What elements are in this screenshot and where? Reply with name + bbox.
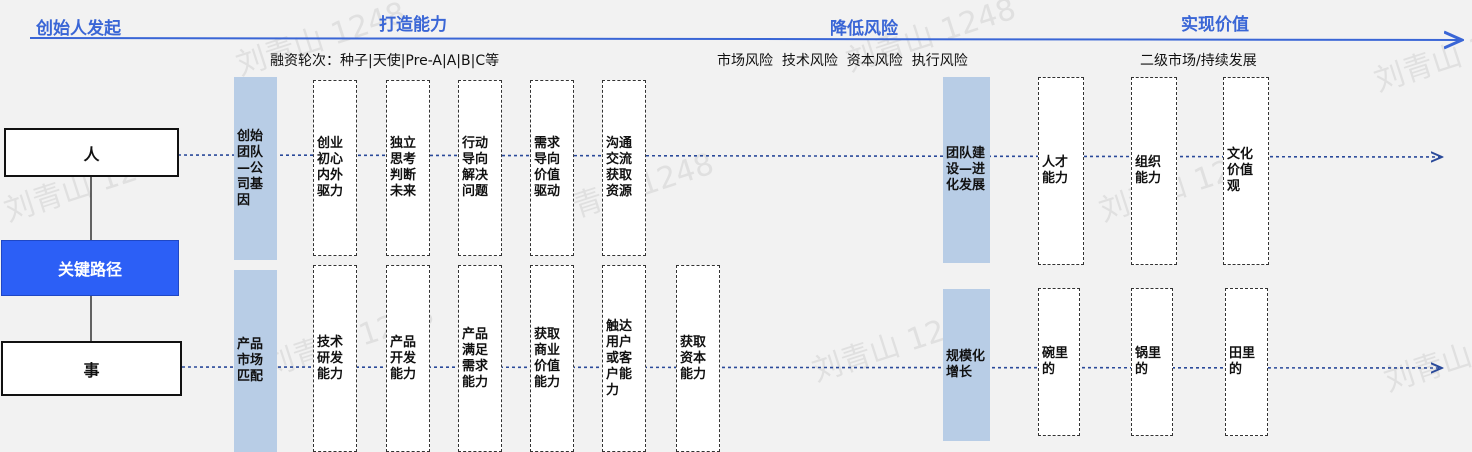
stage-founder-initiation: 创始人发起 [36, 19, 121, 39]
timeline-arrow [29, 38, 1462, 40]
value-note: 二级市场/持续发展 [1140, 53, 1257, 69]
talent-capability-box: 人才能力 [1038, 77, 1084, 265]
top-capability-5: 沟通交流获取资源 [602, 80, 646, 256]
culture-values-box: 文化价值观 [1223, 77, 1269, 265]
stage-build-capability: 打造能力 [379, 15, 447, 35]
funding-rounds-note: 融资轮次：种子|天使|Pre-A|A|B|C等 [270, 53, 500, 69]
scale-growth-box: 规模化增长 [943, 289, 990, 441]
stage-realize-value: 实现价值 [1181, 15, 1249, 35]
thing-box: 事 [1, 341, 182, 396]
in-the-bowl-box: 碗里的 [1038, 288, 1080, 436]
top-capability-1: 创业初心内外驱力 [313, 80, 357, 256]
bottom-capability-1: 技术研发能力 [313, 265, 357, 452]
team-building-box: 团队建设—进化发展 [943, 77, 990, 263]
org-capability-box: 组织能力 [1131, 77, 1177, 265]
top-capability-3: 行动导向解决问题 [458, 80, 502, 256]
bottom-capability-3: 产品满足需求能力 [458, 265, 502, 452]
person-box: 人 [4, 128, 179, 177]
top-capability-4: 需求导向价值驱动 [530, 80, 574, 256]
founding-team-box: 创始团队—公司基因 [234, 77, 277, 260]
top-capability-2: 独立思考判断未来 [386, 80, 430, 256]
risks-note: 市场风险 技术风险 资本风险 执行风险 [717, 53, 968, 69]
key-path-box: 关键路径 [1, 240, 179, 296]
bottom-capability-4: 获取商业价值能力 [530, 265, 574, 452]
product-market-fit-box: 产品市场匹配 [234, 270, 277, 452]
stage-reduce-risk: 降低风险 [830, 19, 898, 39]
in-the-pot-box: 锅里的 [1131, 288, 1173, 436]
bottom-capability-2: 产品开发能力 [386, 265, 430, 452]
bottom-capability-5: 触达用户或客户能力 [602, 265, 646, 452]
bottom-capability-6: 获取资本能力 [676, 265, 720, 452]
in-the-field-box: 田里的 [1225, 288, 1268, 436]
